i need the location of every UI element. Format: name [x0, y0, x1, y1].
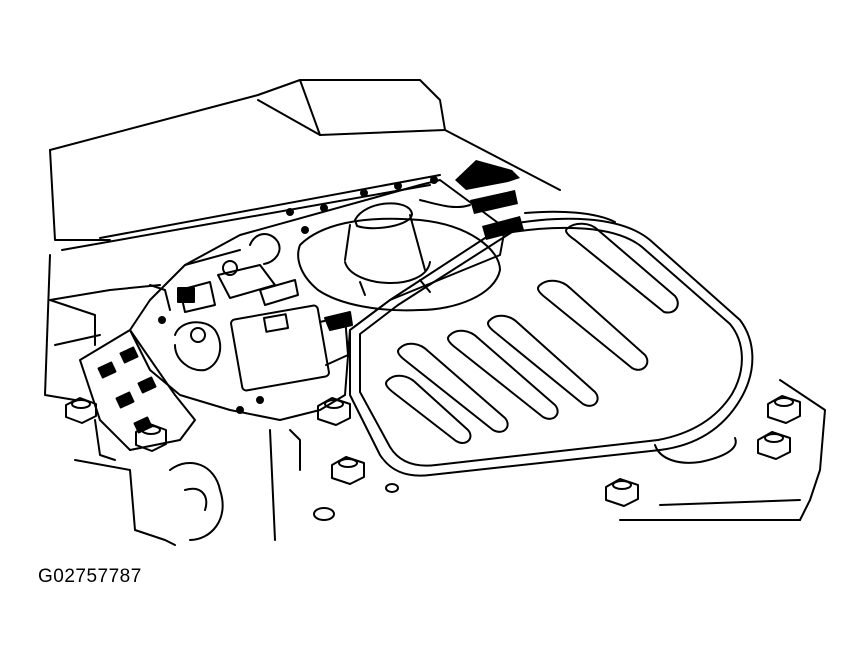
bolt — [767, 395, 801, 424]
bolt — [331, 456, 365, 485]
oil-strainer — [349, 217, 754, 477]
valve-body-bolts — [65, 395, 801, 521]
valve-body-plate — [129, 176, 506, 421]
bolt — [135, 423, 167, 452]
bolt — [757, 431, 791, 460]
bolt-hole — [313, 507, 335, 521]
front-arrow-icon — [455, 160, 524, 240]
accumulator-housing — [297, 202, 501, 312]
bolt — [605, 478, 639, 507]
bolt-hole — [385, 483, 399, 493]
shift-solenoid-assembly — [174, 233, 353, 392]
transmission-case — [44, 79, 826, 546]
bolt — [65, 397, 97, 424]
figure-id-label: G02757787 — [38, 566, 142, 587]
detent-plate — [79, 329, 196, 451]
bolt — [317, 397, 351, 426]
arrow-pointer-lines — [419, 199, 616, 223]
